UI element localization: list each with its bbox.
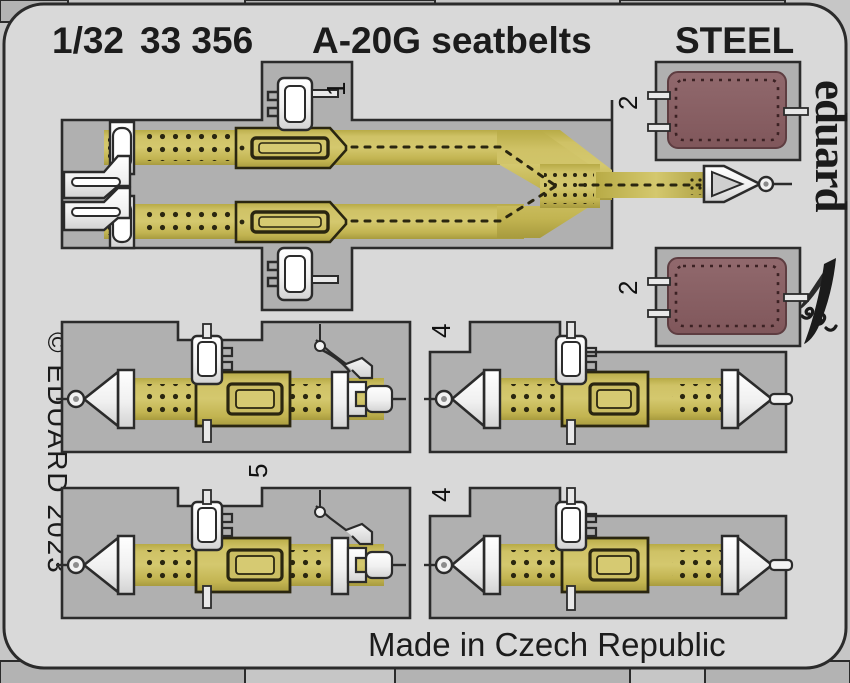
harness-tail-triangle: [702, 164, 792, 204]
harness-end-fitting-upper: [62, 154, 132, 200]
lapbelt-right-top-assembly: [424, 321, 794, 445]
harness-buckle-lower: [234, 200, 348, 244]
lapbelt-left-bot-assembly: [56, 489, 406, 609]
subject-title: A-20G seatbelts: [312, 20, 592, 61]
kit-number: 33 356: [140, 20, 253, 61]
harness-buckle-upper: [234, 126, 348, 170]
part-label-4b: 4: [426, 488, 456, 502]
scale-label: 1/32: [52, 20, 124, 61]
part-label-2b: 2: [613, 281, 643, 295]
made-in-label: Made in Czech Republic: [368, 626, 726, 663]
part-number-labels: 1 2 2 4 4 5: [243, 82, 643, 502]
panel-cushion-lower: [647, 246, 809, 348]
part-label-2a: 2: [613, 96, 643, 110]
part-label-5: 5: [243, 464, 273, 478]
panel-cushion-upper: [647, 60, 809, 162]
harness-clasp-top: [266, 76, 339, 132]
harness-end-fitting-lower: [62, 186, 132, 232]
eduard-logo: eduard: [806, 80, 850, 213]
harness-clasp-bottom: [266, 246, 339, 302]
part-label-1: 1: [321, 82, 351, 96]
lapbelt-left-top-assembly: [56, 323, 406, 443]
lapbelt-right-bot-assembly: [424, 487, 794, 611]
part-label-4a: 4: [426, 324, 456, 338]
harness-y-merge: [298, 130, 716, 238]
material-label: STEEL: [675, 20, 794, 61]
